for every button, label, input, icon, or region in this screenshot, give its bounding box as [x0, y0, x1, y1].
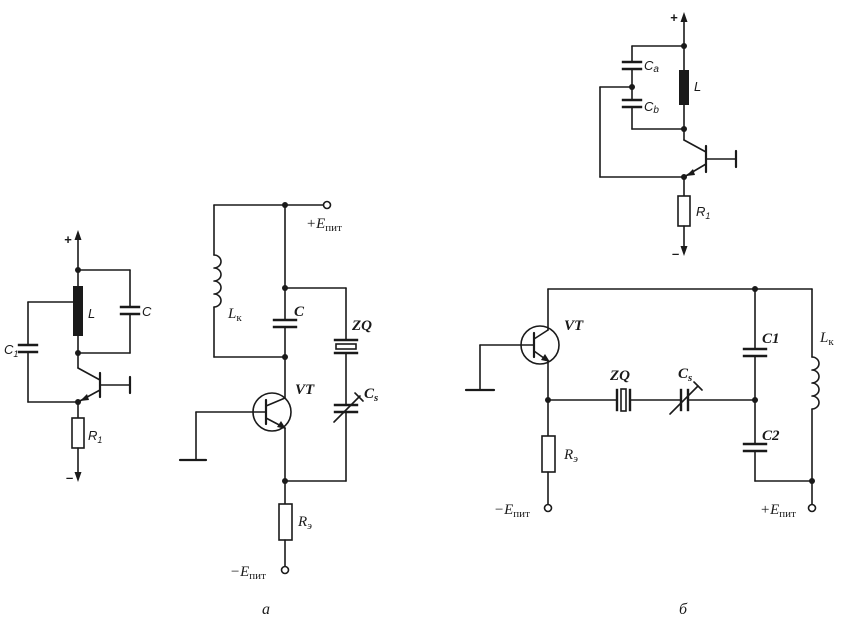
resistor-r1-label: R1: [88, 428, 102, 445]
supply-arrow-up-icon: [74, 230, 82, 240]
terminal-pos-supply: [807, 503, 817, 513]
inductor-lk-symbol: [811, 356, 820, 410]
supply-minus-label: –: [672, 246, 679, 261]
cap-c1-label: C1: [762, 331, 780, 347]
supply-neg-label: −Eпит: [230, 564, 266, 582]
cap-c1-label: C1: [4, 342, 18, 359]
transistor-vt-label: VT: [564, 318, 584, 334]
inductor-l-label: L: [694, 79, 701, 94]
supply-neg-label: −Eпит: [494, 502, 530, 520]
emitter-arrow-icon: [80, 394, 89, 401]
cap-cs-label: Cs: [364, 386, 378, 404]
crystal-zq-symbol: [620, 388, 627, 412]
crystal-zq-label: ZQ: [351, 318, 372, 334]
resistor-re-symbol: [541, 435, 556, 473]
supply-pos-label: +Eпит: [306, 216, 342, 234]
caption-a: а: [262, 601, 270, 618]
transistor-vt-label: VT: [295, 382, 315, 398]
supply-plus-label: +: [670, 10, 678, 25]
supply-pos-label: +Eпит: [760, 502, 796, 520]
inductor-l-symbol: [73, 286, 83, 336]
schematic-colpitts-small-right: + Ca Cb L R1: [599, 10, 738, 261]
caption-b: б: [679, 601, 688, 618]
inductor-l-symbol: [679, 70, 689, 105]
resistor-r1-symbol: [677, 195, 691, 227]
emitter-arrow-icon: [541, 354, 550, 362]
inductor-lk-label: Lк: [227, 306, 242, 324]
schematic-b: VT ZQ Cs C1 C2 Lк +Eпит: [464, 286, 834, 618]
schematic-a: +Eпит Lк C ZQ Cs: [178, 200, 378, 618]
cap-ca-label: Ca: [644, 58, 659, 75]
cap-c2-label: C2: [762, 428, 780, 444]
cap-c-label: C: [142, 304, 152, 319]
schematic-colpitts-small-left: + C L C1 R1 –: [4, 230, 152, 485]
crystal-zq-symbol: [335, 343, 357, 350]
supply-arrow-down-icon: [680, 246, 688, 256]
terminal-neg-supply: [543, 503, 553, 513]
resistor-r1-symbol: [71, 417, 85, 449]
resistor-r1-label: R1: [696, 204, 710, 221]
emitter-arrow-icon: [277, 421, 286, 429]
cap-c-label: C: [294, 304, 305, 320]
emitter-arrow-icon: [686, 169, 695, 176]
supply-arrow-up-icon: [680, 12, 688, 22]
crystal-zq-label: ZQ: [609, 368, 630, 384]
resistor-re-label: Rэ: [297, 514, 312, 532]
supply-arrow-down-icon: [74, 472, 82, 482]
supply-minus-label: –: [66, 470, 73, 485]
resistor-re-label: Rэ: [563, 447, 578, 465]
cap-cs-label: Cs: [678, 366, 692, 384]
resistor-re-symbol: [278, 503, 293, 541]
inductor-lk-symbol: [213, 254, 222, 308]
terminal-neg-supply: [280, 565, 290, 575]
cap-cb-label: Cb: [644, 99, 659, 116]
inductor-lk-label: Lк: [819, 330, 834, 348]
supply-plus-label: +: [64, 232, 72, 247]
terminal-pos-supply: [322, 200, 332, 210]
inductor-l-label: L: [88, 306, 95, 321]
